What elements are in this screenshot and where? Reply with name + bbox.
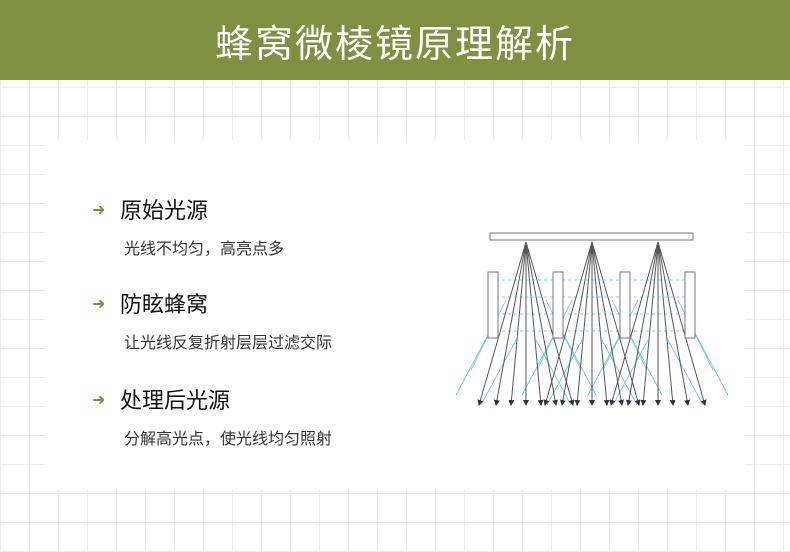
- light-ray: [477, 241, 527, 406]
- page-title: 蜂窝微棱镜原理解析: [214, 21, 575, 66]
- prism: [487, 271, 499, 339]
- page-header: 蜂窝微棱镜原理解析: [0, 0, 790, 80]
- light-ray: [609, 241, 659, 406]
- arrow-right-icon: ➜: [92, 389, 106, 409]
- refracted-ray: [667, 339, 704, 406]
- point-desc: 让光线反复折射层层过滤交际: [124, 333, 333, 352]
- prism: [552, 271, 564, 339]
- point-title: 防眩蜂窝: [120, 293, 209, 318]
- point-desc: 光线不均匀，高亮点多: [124, 239, 285, 258]
- light-ray: [508, 241, 527, 406]
- light-ray: [591, 241, 610, 406]
- light-ray: [493, 241, 527, 406]
- prism: [619, 271, 631, 339]
- point-honeycomb: ➜ 防眩蜂窝 让光线反复折射层层过滤交际: [92, 287, 332, 353]
- light-ray: [525, 241, 544, 406]
- refracted-ray: [546, 339, 583, 406]
- prism: [684, 271, 696, 339]
- light-ray: [574, 241, 593, 406]
- light-ray: [640, 241, 659, 406]
- arrow-right-icon: ➜: [92, 199, 106, 219]
- point-desc: 分解高光点，使光线均匀照射: [124, 429, 333, 448]
- light-ray: [657, 241, 676, 406]
- light-ray: [657, 241, 707, 406]
- light-ray: [525, 241, 559, 406]
- light-ray: [559, 241, 593, 406]
- refracted-ray: [612, 339, 649, 406]
- arrow-right-icon: ➜: [92, 293, 106, 313]
- point-original-light: ➜ 原始光源 光线不均匀，高亮点多: [92, 193, 284, 259]
- light-ray: [591, 241, 625, 406]
- light-ray: [657, 241, 691, 406]
- light-ray: [591, 241, 641, 406]
- point-title: 原始光源: [120, 199, 209, 224]
- light-ray: [625, 241, 659, 406]
- light-ray: [525, 241, 575, 406]
- point-title: 处理后光源: [120, 389, 231, 414]
- refracted-ray: [480, 339, 517, 406]
- point-processed-light: ➜ 处理后光源 分解高光点，使光线均匀照射: [92, 383, 332, 449]
- light-ray: [543, 241, 593, 406]
- refracted-ray: [535, 339, 572, 406]
- refracted-ray: [601, 339, 638, 406]
- light-source-bar: [489, 232, 694, 241]
